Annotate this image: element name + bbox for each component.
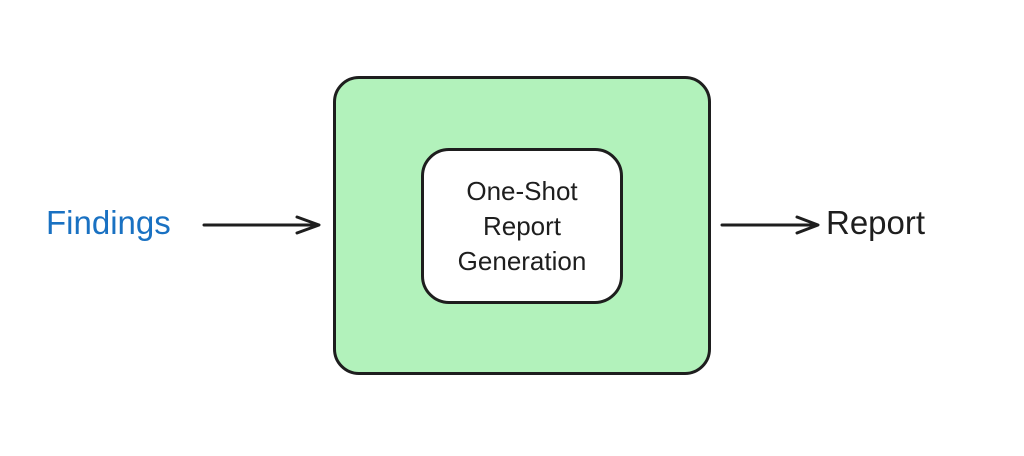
process-label-line-2: Report bbox=[482, 210, 562, 241]
input-arrow bbox=[202, 215, 321, 235]
output-arrow bbox=[720, 215, 820, 235]
input-label-findings: Findings bbox=[46, 204, 171, 241]
inner-process-box: One-Shot Report Generation bbox=[421, 148, 623, 304]
process-label: One-Shot Report Generation bbox=[458, 174, 587, 279]
process-label-line-3: Generation bbox=[457, 245, 587, 276]
process-label-line-1: One-Shot bbox=[466, 175, 578, 206]
output-label-report: Report bbox=[826, 204, 926, 241]
